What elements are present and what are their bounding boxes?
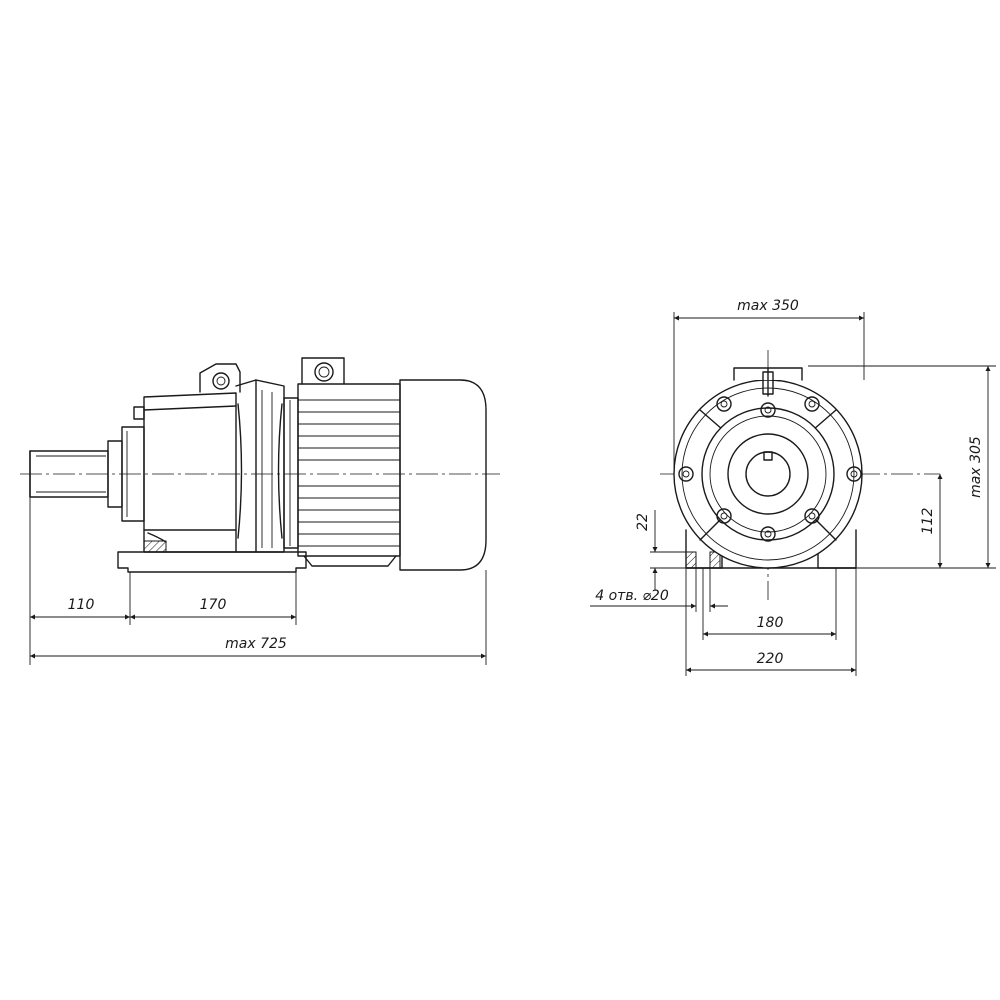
output-shaft <box>29 450 109 498</box>
dim-label-max-350: max 350 <box>737 298 799 314</box>
gearbox-lifting-eye <box>199 363 241 393</box>
base-plate <box>117 551 307 573</box>
motor-lifting-eye <box>301 357 345 385</box>
dim-label-110: 110 <box>68 597 95 613</box>
front-inner-flange <box>701 407 835 541</box>
motor-body <box>297 383 401 567</box>
front-view: max 350 max 305 112 22 4 отв. ⌀20 <box>590 298 996 676</box>
dim-label-170: 170 <box>200 597 227 613</box>
dim-label-180: 180 <box>757 615 784 631</box>
dim-label-max-305: max 305 <box>968 436 984 498</box>
front-shaft-boss <box>727 433 809 515</box>
front-shaft-key <box>763 451 773 461</box>
gearbox-housing <box>133 379 285 553</box>
dim-label-220: 220 <box>757 651 784 667</box>
dim-label-holes: 4 отв. ⌀20 <box>595 588 669 604</box>
motor-flange <box>283 397 299 549</box>
front-foot-hatch-left <box>685 551 697 569</box>
dim-label-max-725: max 725 <box>225 636 287 652</box>
front-bolt-holes <box>678 396 862 542</box>
front-dimensions: max 350 max 305 112 22 4 отв. ⌀20 <box>590 298 996 676</box>
dim-label-22: 22 <box>635 513 651 531</box>
side-dimensions: 110 170 max 725 <box>29 497 487 665</box>
dim-label-112: 112 <box>920 508 936 535</box>
side-view: 110 170 max 725 <box>20 357 500 665</box>
fan-cover <box>399 379 487 571</box>
foot-section-hatch <box>143 540 167 553</box>
